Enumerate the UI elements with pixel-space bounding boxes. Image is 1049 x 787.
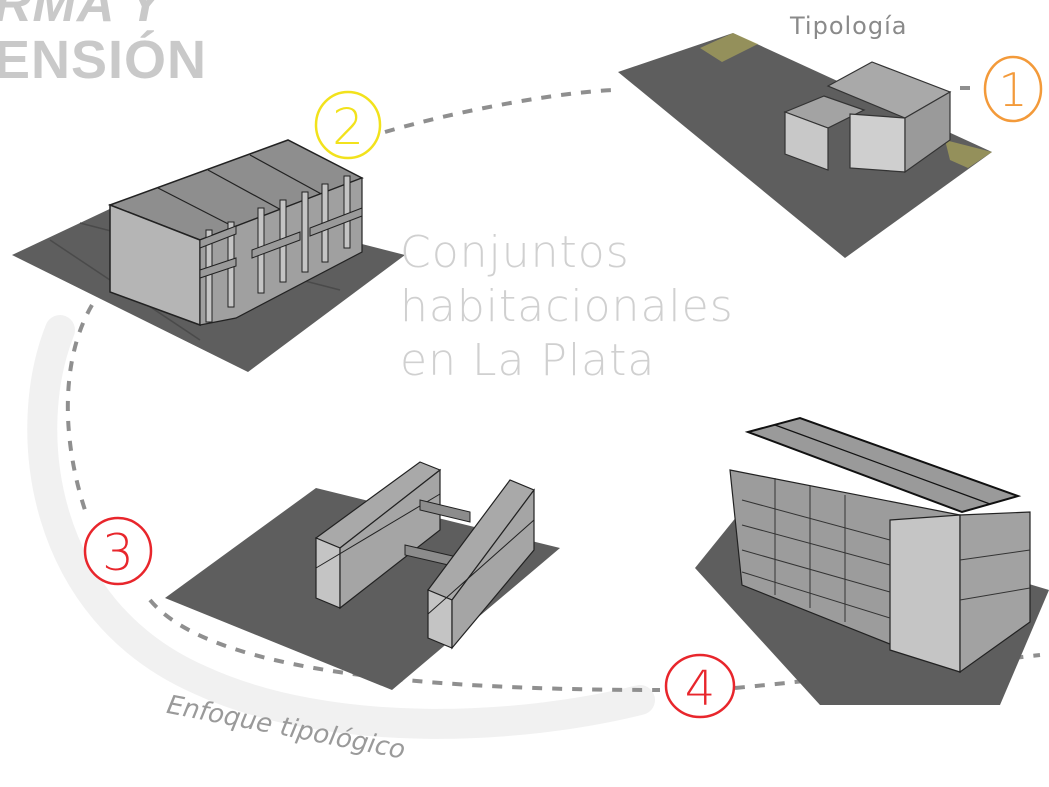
svg-text:1: 1 xyxy=(998,63,1027,117)
block-front xyxy=(784,111,829,171)
svg-text:4: 4 xyxy=(685,661,716,717)
building-2-terraced xyxy=(12,139,405,372)
svg-text:3: 3 xyxy=(102,524,134,582)
building-4-block xyxy=(695,416,1049,705)
corner-title-line-1: RMA Y xyxy=(0,0,164,33)
corner-title: RMA Y ENSIÓN xyxy=(0,0,207,88)
slab-left-face xyxy=(315,537,341,609)
building-3-slabs xyxy=(165,461,560,690)
center-title-line-3: en La Plata xyxy=(400,335,656,386)
center-title-line-2: habitacionales xyxy=(400,281,734,332)
center-title: Conjuntos habitacionales en La Plata xyxy=(400,226,734,388)
corner-title-line-2: ENSIÓN xyxy=(0,30,208,90)
background-swoosh xyxy=(27,315,655,739)
bridge xyxy=(419,499,471,523)
svg-text:2: 2 xyxy=(332,98,364,156)
slab-right-side xyxy=(451,488,535,650)
block-side xyxy=(904,90,951,174)
marker-2: 2 xyxy=(314,90,382,160)
slab-right-face xyxy=(427,589,453,649)
end-wall xyxy=(889,514,961,673)
slab-left-side xyxy=(339,468,441,610)
ground-accent xyxy=(700,33,758,62)
top-label: Tipología xyxy=(790,12,908,40)
marker-3: 3 xyxy=(83,516,153,586)
marker-4: 4 xyxy=(664,653,736,719)
ground-accent xyxy=(945,140,992,168)
block-front xyxy=(849,113,906,173)
center-title-line-1: Conjuntos xyxy=(400,227,630,278)
marker-1: 1 xyxy=(983,55,1043,123)
building-1-typology xyxy=(618,33,992,258)
